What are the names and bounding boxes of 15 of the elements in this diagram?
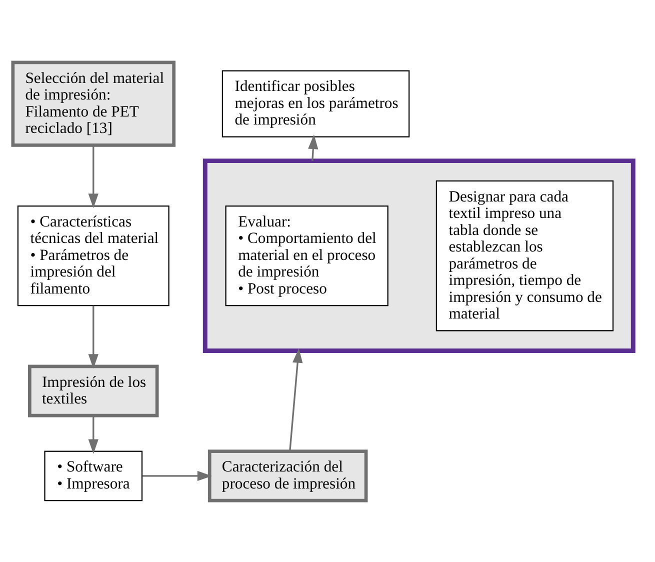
node-box: Selección del material de impresión: Filamento de PET reciclado [13] xyxy=(11,60,176,146)
node-box: Identificar posibles mejoras en los parámetros de impresión xyxy=(222,70,410,137)
node-box: Designar para cada textil impreso una tabla donde se establezcan los parámetros de impresión, tiempo de impresión y consumo de material xyxy=(436,180,614,331)
node-box: Impresión de los textiles xyxy=(28,364,159,417)
arrow xyxy=(142,470,212,481)
node-box: • Software • Impresora xyxy=(44,450,143,501)
node-box: Evaluar: • Comportamiento del material en el proceso de impresión • Post proceso xyxy=(225,205,388,306)
cluster xyxy=(202,158,636,353)
node-box: • Características técnicas del material • Parámetros de impresión del filamento xyxy=(17,205,170,306)
arrow xyxy=(308,134,318,160)
arrow xyxy=(88,305,98,368)
arrow xyxy=(88,144,98,208)
node-box: Caracterización del proceso de impresión xyxy=(208,449,368,502)
arrow xyxy=(289,348,303,451)
arrow xyxy=(88,415,98,454)
